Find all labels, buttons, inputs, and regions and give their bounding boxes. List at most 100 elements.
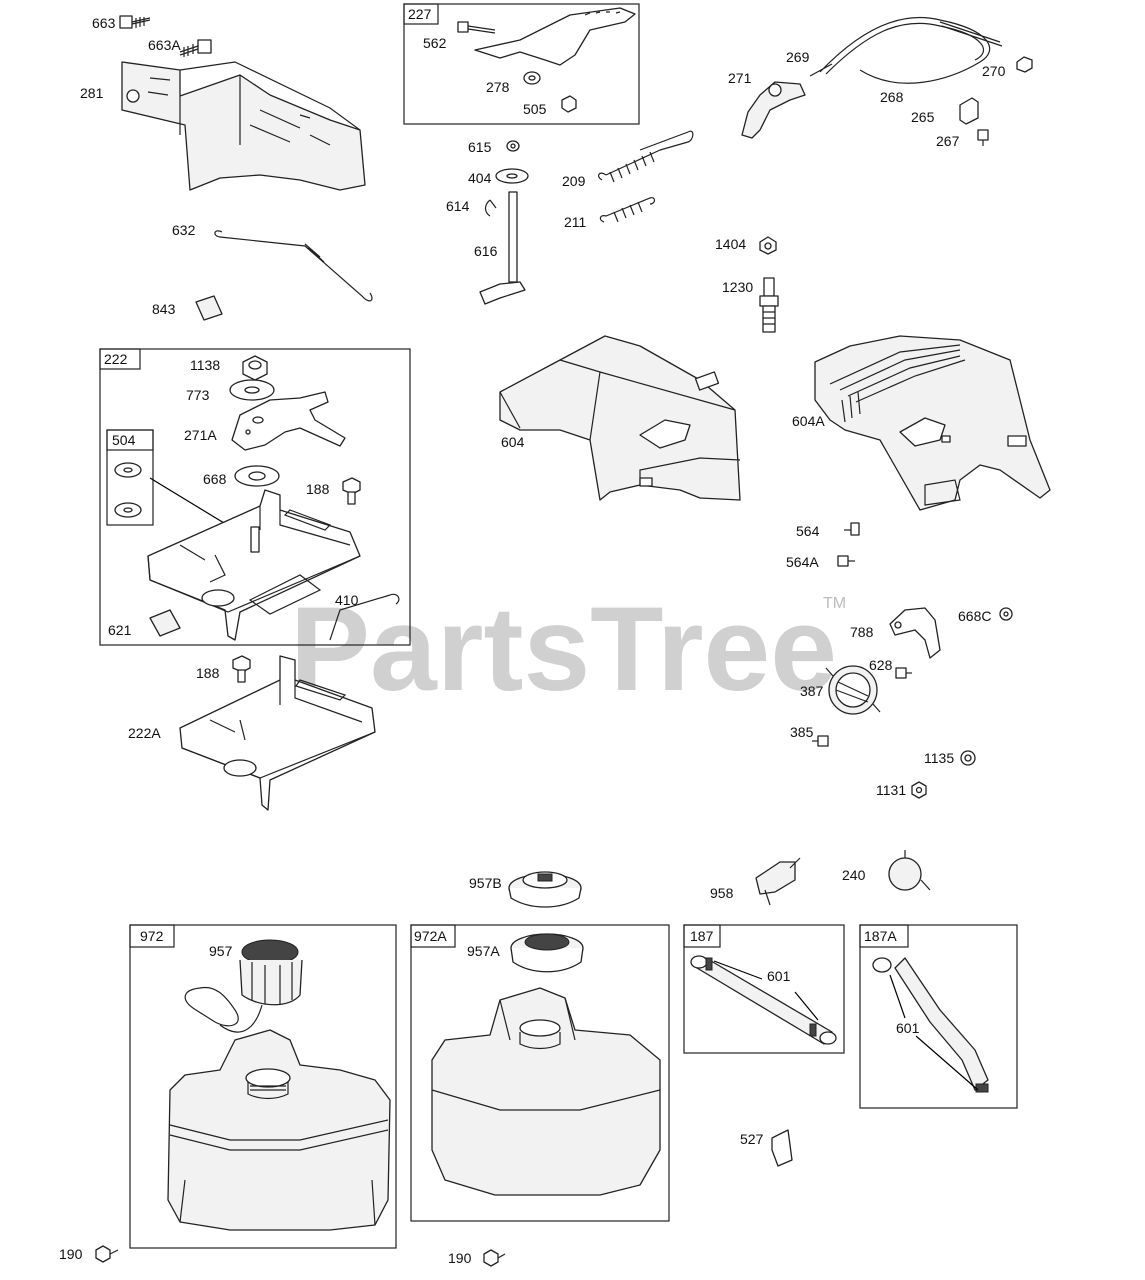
nut-270[interactable] bbox=[1016, 56, 1033, 73]
screw-188-bottom[interactable] bbox=[232, 655, 251, 683]
box-label-972A: 972A bbox=[414, 928, 447, 944]
washer-773[interactable] bbox=[229, 379, 275, 401]
callout-387: 387 bbox=[800, 683, 824, 699]
box-227 bbox=[403, 3, 640, 125]
box-972A bbox=[410, 924, 670, 1222]
box-label-187A: 187A bbox=[864, 928, 897, 944]
fuel-cap-957[interactable] bbox=[184, 939, 303, 1033]
box-187 bbox=[683, 924, 845, 1054]
box-label-972: 972 bbox=[140, 928, 164, 944]
box-label-222: 222 bbox=[104, 351, 128, 367]
callout-621: 621 bbox=[108, 622, 132, 638]
screw-190-right[interactable] bbox=[483, 1249, 506, 1267]
callout-188-bottom: 188 bbox=[196, 665, 220, 681]
box-label-227: 227 bbox=[408, 6, 432, 22]
nut-1138[interactable] bbox=[242, 355, 268, 381]
governor-shaft-616[interactable] bbox=[479, 191, 526, 305]
bracket-788[interactable] bbox=[889, 607, 941, 659]
vent-240[interactable] bbox=[888, 850, 931, 891]
callout-668C: 668C bbox=[958, 608, 991, 624]
callout-240: 240 bbox=[842, 867, 866, 883]
spark-plug-1230[interactable] bbox=[759, 277, 779, 333]
clip-265[interactable] bbox=[959, 97, 979, 125]
callout-271A: 271A bbox=[184, 427, 217, 443]
screw-190-left[interactable] bbox=[95, 1245, 119, 1263]
callout-278: 278 bbox=[486, 79, 510, 95]
callout-663: 663 bbox=[92, 15, 116, 31]
clip-621[interactable] bbox=[149, 609, 181, 637]
nut-1404[interactable] bbox=[759, 236, 777, 255]
screw-628[interactable] bbox=[895, 667, 912, 679]
callout-222A: 222A bbox=[128, 725, 161, 741]
washer-278[interactable] bbox=[523, 71, 541, 85]
callout-1135: 1135 bbox=[924, 750, 954, 766]
pin-614[interactable] bbox=[484, 199, 497, 217]
governor-link-632[interactable] bbox=[214, 230, 373, 302]
screw-267[interactable] bbox=[977, 129, 989, 146]
callout-1230: 1230 bbox=[722, 279, 753, 295]
cable-lever-271[interactable] bbox=[741, 81, 806, 139]
link-410[interactable] bbox=[329, 593, 400, 641]
callout-788: 788 bbox=[850, 624, 874, 640]
screw-385[interactable] bbox=[812, 735, 829, 747]
control-plate-222A[interactable] bbox=[179, 655, 376, 811]
callout-271: 271 bbox=[728, 70, 752, 86]
screw-188-top[interactable] bbox=[342, 477, 361, 505]
spring-209[interactable] bbox=[598, 130, 694, 183]
callout-562: 562 bbox=[423, 35, 447, 51]
callout-604A: 604A bbox=[792, 413, 825, 429]
clip-843[interactable] bbox=[195, 295, 223, 321]
cable-268[interactable] bbox=[819, 16, 1003, 84]
fuel-tank-972[interactable] bbox=[167, 1029, 391, 1231]
callout-269: 269 bbox=[786, 49, 810, 65]
cable-end-269[interactable] bbox=[809, 63, 833, 77]
shutoff-valve-958[interactable] bbox=[755, 857, 801, 906]
fuel-pump-387[interactable] bbox=[825, 665, 881, 715]
box-222 bbox=[99, 348, 411, 646]
fuel-line-187A[interactable] bbox=[872, 957, 989, 1093]
fuel-line-187[interactable] bbox=[690, 955, 837, 1045]
callout-190-left: 190 bbox=[59, 1246, 83, 1262]
callout-958: 958 bbox=[710, 885, 734, 901]
callout-668: 668 bbox=[203, 471, 227, 487]
clip-527[interactable] bbox=[771, 1129, 793, 1167]
fuel-cap-957A[interactable] bbox=[510, 933, 584, 973]
callout-1131: 1131 bbox=[876, 782, 906, 798]
callout-265: 265 bbox=[911, 109, 935, 125]
callout-385: 385 bbox=[790, 724, 814, 740]
screw-564A[interactable] bbox=[837, 555, 855, 567]
fuel-tank-972A[interactable] bbox=[431, 987, 661, 1196]
callout-615: 615 bbox=[468, 139, 492, 155]
bushing-668[interactable] bbox=[234, 465, 280, 487]
nut-668C[interactable] bbox=[999, 607, 1013, 621]
nut-505[interactable] bbox=[561, 95, 577, 113]
spring-211[interactable] bbox=[599, 197, 656, 223]
callout-505: 505 bbox=[523, 101, 547, 117]
callout-188-top: 188 bbox=[306, 481, 330, 497]
control-bracket-281[interactable] bbox=[121, 61, 366, 191]
control-plate-222[interactable] bbox=[147, 489, 361, 641]
callout-601-b: 601 bbox=[896, 1020, 920, 1036]
callout-267: 267 bbox=[936, 133, 960, 149]
screw-564[interactable] bbox=[844, 522, 860, 536]
bolt-663A[interactable] bbox=[179, 39, 212, 57]
callout-564A: 564A bbox=[786, 554, 819, 570]
fuel-cap-957B[interactable] bbox=[508, 871, 582, 908]
washer-1135[interactable] bbox=[960, 750, 976, 766]
callout-957A: 957A bbox=[467, 943, 500, 959]
callout-773: 773 bbox=[186, 387, 210, 403]
callout-957: 957 bbox=[209, 943, 233, 959]
washer-404[interactable] bbox=[495, 168, 529, 184]
callout-281: 281 bbox=[80, 85, 104, 101]
callout-1404: 1404 bbox=[715, 236, 746, 252]
throttle-plate-562[interactable] bbox=[457, 7, 636, 66]
callout-614: 614 bbox=[446, 198, 470, 214]
blower-cover-604[interactable] bbox=[499, 335, 741, 501]
bolt-663[interactable] bbox=[119, 15, 151, 29]
nut-1131[interactable] bbox=[911, 781, 927, 799]
lever-271A[interactable] bbox=[231, 391, 346, 451]
washers-504[interactable] bbox=[114, 462, 142, 518]
washer-615[interactable] bbox=[506, 140, 520, 152]
blower-cover-604A[interactable] bbox=[814, 335, 1051, 511]
